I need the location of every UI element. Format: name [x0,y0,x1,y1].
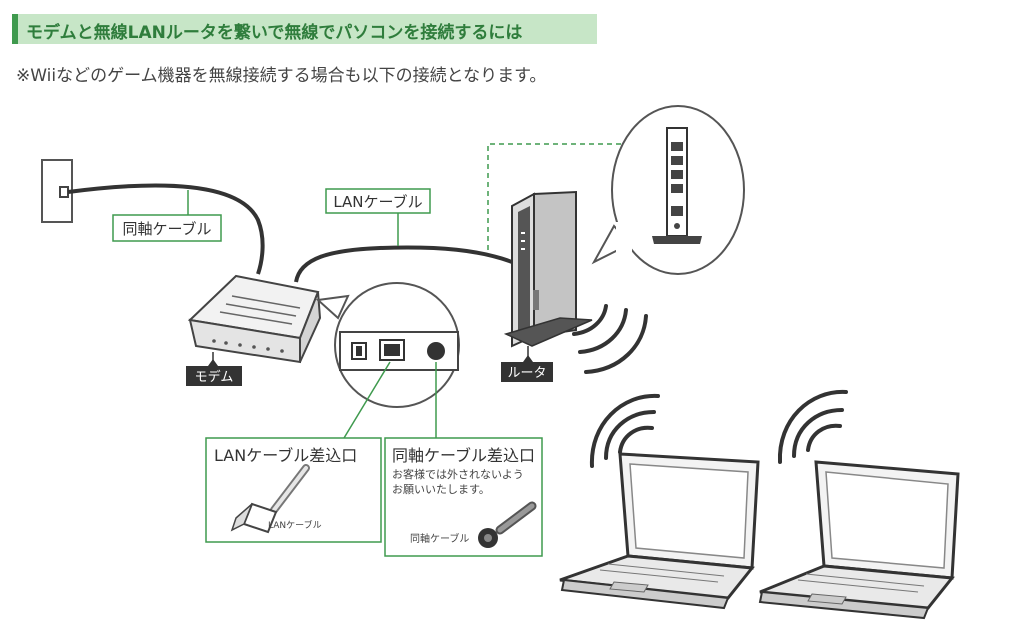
lan-cable-label: LANケーブル [333,193,422,211]
wifi-waves-icon [589,393,660,468]
lan-cable-line [294,245,513,283]
modem-label: モデム [195,369,234,385]
coax-cable-label: 同軸ケーブル [122,220,211,238]
modem-icon [187,274,322,364]
coax-plug-icon [478,501,537,548]
lan-cable-label-box [325,188,431,214]
laptop-icon [559,452,760,610]
router-label: ルータ [507,366,546,381]
router-back-zoom [591,105,745,275]
coax-port-detail-box [384,437,543,557]
coax-port-note-line2: お願いいたします。 [392,483,490,496]
laptop-icon [758,460,960,620]
lan-port-title: LANケーブル差込口 [214,446,357,465]
wifi-waves-icon [572,304,648,374]
coax-port-note-line1: お客様では外されないよう [392,467,524,481]
lan-plug-icon [230,464,310,534]
router-zoom-pointer [487,143,669,250]
coax-port-caption: 同軸ケーブル [410,532,469,545]
modem-tag [186,366,242,386]
coax-cable-line [67,183,265,275]
coax-cable-label-box [112,214,222,242]
coax-port-title: 同軸ケーブル差込口 [392,446,535,465]
wall-outlet-icon [41,159,73,223]
router-tag [501,362,553,382]
wifi-waves-icon [777,389,848,464]
router-icon [503,190,593,348]
modem-back-zoom [315,282,460,408]
lan-port-caption: LANケーブル [268,519,322,531]
section-title: モデムと無線LANルータを繋いで無線でパソコンを接続するには [26,23,523,43]
section-banner: モデムと無線LANルータを繋いで無線でパソコンを接続するには [12,14,597,44]
note-text: ※Wiiなどのゲーム機器を無線接続する場合も以下の接続となります。 [16,66,547,86]
